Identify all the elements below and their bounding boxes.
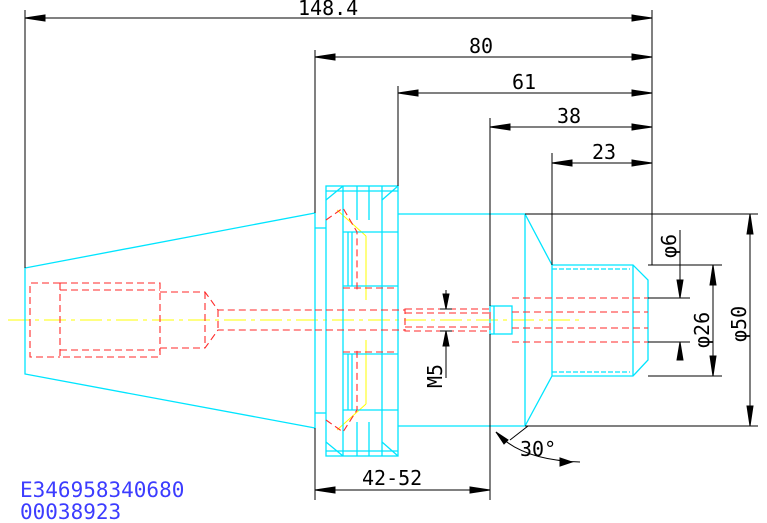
dim-thread: M5	[423, 364, 447, 388]
dimension-lines	[24, 10, 758, 500]
part-code-line-1: E346958340680	[20, 478, 184, 502]
dim-diameter-small: φ6	[657, 234, 681, 258]
part-outline	[24, 185, 649, 457]
dim-nose-length: 23	[592, 140, 616, 164]
hidden-lines	[29, 207, 648, 433]
dim-flange-to-end: 80	[469, 34, 493, 58]
dim-overall-length: 148.4	[298, 0, 358, 20]
dim-body-length: 61	[512, 70, 536, 94]
dim-diameter-shank: φ26	[690, 312, 714, 348]
part-code-line-2: 00038923	[20, 500, 121, 523]
dim-chamfer-angle: 30°	[520, 437, 556, 461]
dim-flange-gap: 42-52	[362, 466, 422, 490]
dim-diameter-nose: φ50	[727, 306, 751, 342]
dim-shank-length: 38	[557, 104, 581, 128]
